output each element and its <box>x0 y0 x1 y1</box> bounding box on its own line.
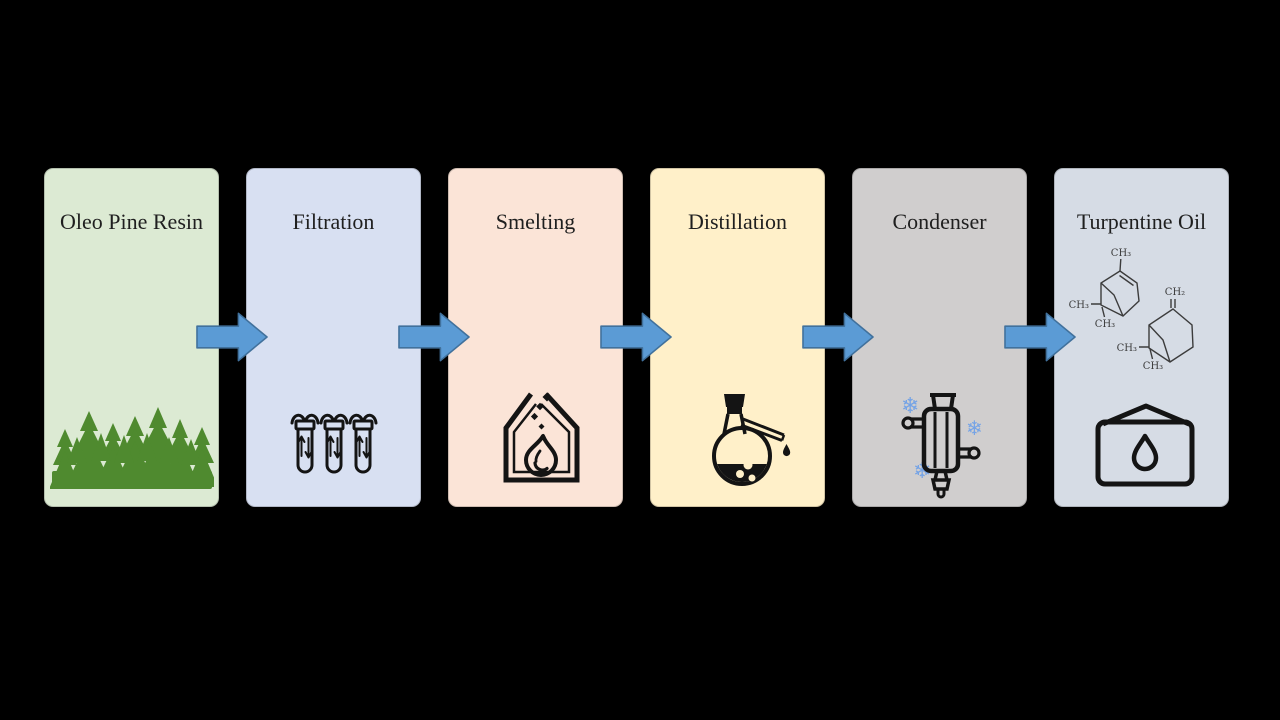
beta-pinene-structure: CH₂ CH₃ CH₃ <box>1117 287 1194 372</box>
stage-title: Turpentine Oil <box>1076 209 1207 234</box>
methyl-label: CH₃ <box>1069 300 1089 311</box>
flow-arrow-4 <box>802 311 875 363</box>
methyl-label: CH₃ <box>1143 361 1163 372</box>
methyl-label: CH₃ <box>1111 248 1131 259</box>
furnace-fire-icon <box>503 392 580 483</box>
distillation-flask-icon <box>712 394 791 486</box>
oil-canister-icon <box>1095 403 1195 487</box>
flow-arrow-1 <box>196 311 269 363</box>
alpha-pinene-structure: CH₃ CH₃ CH₃ <box>1069 248 1140 330</box>
snowflake-icon: ❄ <box>966 416 983 440</box>
methylene-label: CH₂ <box>1165 287 1185 298</box>
stage-filtration: Filtration <box>246 168 421 507</box>
pine-forest-icon <box>49 407 218 489</box>
stage-distillation: Distillation <box>650 168 825 507</box>
methyl-label: CH₃ <box>1095 319 1115 330</box>
stage-condenser: Condenser ❄ ❄ ❄ <box>852 168 1027 507</box>
snowflake-icon: ❄ <box>901 394 919 419</box>
stage-title: Oleo Pine Resin <box>60 209 203 234</box>
stage-title: Filtration <box>292 209 375 234</box>
pinene-structures: CH₃ CH₃ CH₃ CH₂ CH₃ CH₃ <box>1069 248 1194 372</box>
stage-turpentine-oil: Turpentine Oil CH₃ CH₃ CH₃ CH₂ <box>1054 168 1229 507</box>
stage-title: Condenser <box>892 209 987 234</box>
stage-title: Distillation <box>688 209 787 234</box>
condenser-tube-icon: ❄ ❄ ❄ <box>901 393 983 499</box>
flow-arrow-5 <box>1004 311 1077 363</box>
stage-smelting: Smelting <box>448 168 623 507</box>
snowflake-icon: ❄ <box>913 459 931 484</box>
flow-arrow-2 <box>398 311 471 363</box>
methyl-label: CH₃ <box>1117 343 1137 354</box>
stage-oleo-pine-resin: Oleo Pine Resin <box>44 168 219 507</box>
filter-cartridges-icon <box>290 413 378 474</box>
flow-arrow-3 <box>600 311 673 363</box>
stage-title: Smelting <box>495 209 576 234</box>
